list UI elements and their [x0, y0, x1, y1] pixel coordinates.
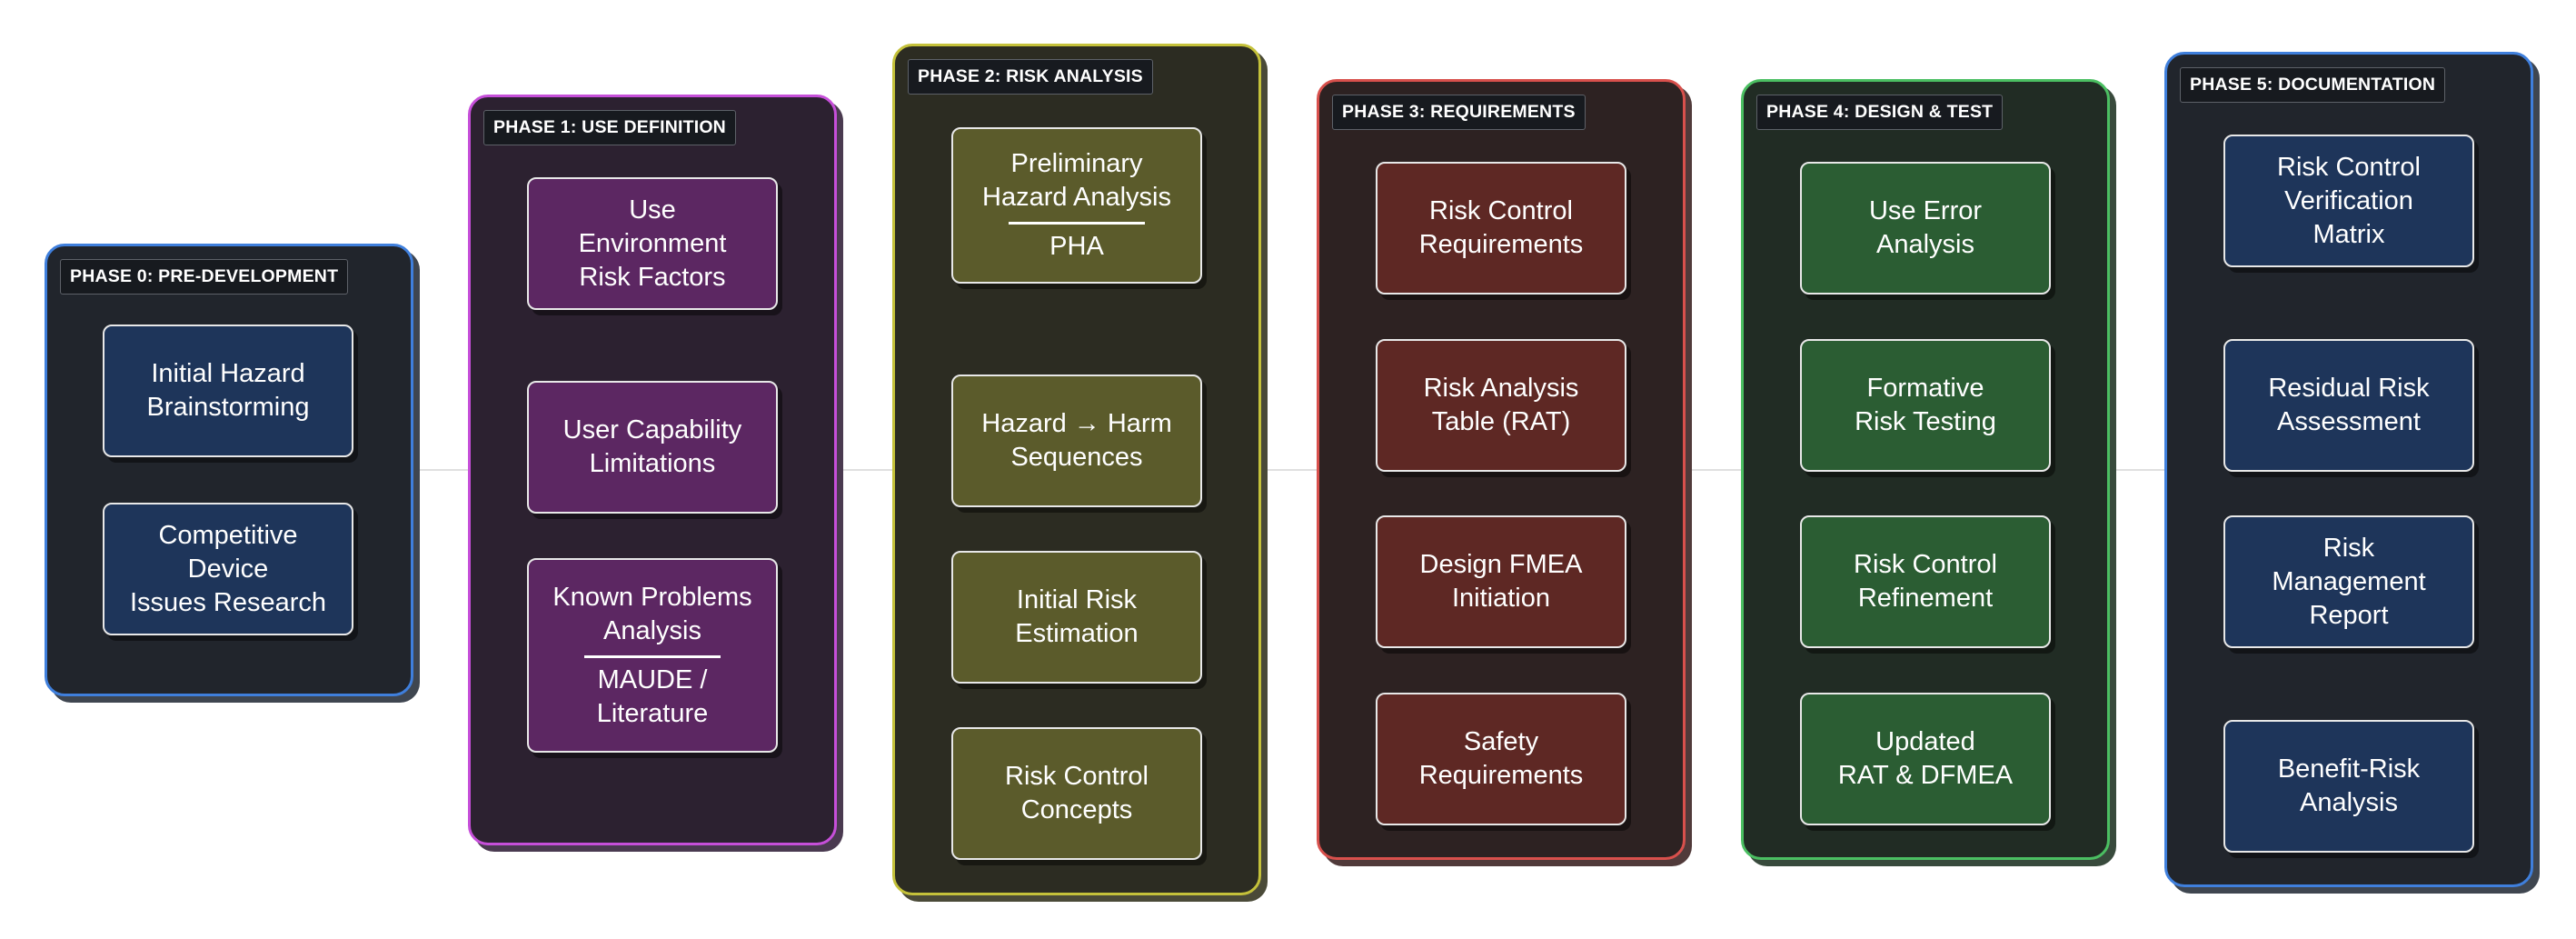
node-text: Safety Requirements	[1418, 727, 1584, 790]
node-text: Risk Control Concepts	[1005, 762, 1149, 824]
node-text: Benefit-Risk Analysis	[2277, 754, 2421, 817]
node-text: Initial Risk Estimation	[1015, 585, 1139, 648]
residual-risk-assessment-node[interactable]: Residual Risk Assessment	[2223, 339, 2474, 472]
node-text: User Capability Limitations	[562, 415, 742, 478]
risk-control-refinement-node[interactable]: Risk Control Refinement	[1800, 515, 2051, 648]
formative-risk-testing-node[interactable]: Formative Risk Testing	[1800, 339, 2051, 472]
node-subtext: PHA	[1049, 232, 1104, 261]
known-problems-analysis-node[interactable]: Known Problems Analysis MAUDE / Literatu…	[527, 558, 778, 753]
node-text: Hazard → Harm Sequences	[981, 409, 1172, 472]
hazard-harm-sequences-node[interactable]: Hazard → Harm Sequences	[951, 375, 1202, 507]
node-divider	[1009, 222, 1145, 225]
benefit-risk-analysis-node[interactable]: Benefit-Risk Analysis	[2223, 720, 2474, 853]
node-text: Risk Management Report	[2272, 533, 2426, 630]
phase-1-label: PHASE 1: USE DEFINITION	[483, 110, 736, 145]
phase-4-label: PHASE 4: DESIGN & TEST	[1756, 95, 2004, 130]
phase-0-label: PHASE 0: PRE-DEVELOPMENT	[60, 259, 349, 295]
phase-0-container: PHASE 0: PRE-DEVELOPMENT Initial Hazard …	[45, 244, 413, 696]
risk-management-report-node[interactable]: Risk Management Report	[2223, 515, 2474, 648]
design-fmea-initiation-node[interactable]: Design FMEA Initiation	[1376, 515, 1626, 648]
node-text: Updated RAT & DFMEA	[1837, 727, 2014, 790]
use-environment-risk-factors-node[interactable]: Use Environment Risk Factors	[527, 177, 778, 310]
user-capability-limitations-node[interactable]: User Capability Limitations	[527, 381, 778, 514]
preliminary-hazard-analysis-node[interactable]: Preliminary Hazard Analysis PHA	[951, 127, 1202, 284]
risk-control-verification-matrix-node[interactable]: Risk Control Verification Matrix	[2223, 135, 2474, 267]
initial-risk-estimation-node[interactable]: Initial Risk Estimation	[951, 551, 1202, 684]
initial-hazard-brainstorming-node[interactable]: Initial Hazard Brainstorming	[103, 325, 353, 457]
node-text: Risk Control Requirements	[1418, 196, 1584, 259]
node-divider	[584, 654, 721, 658]
phase-1-container: PHASE 1: USE DEFINITION Use Environment …	[468, 95, 837, 845]
risk-control-concepts-node[interactable]: Risk Control Concepts	[951, 727, 1202, 860]
safety-requirements-node[interactable]: Safety Requirements	[1376, 693, 1626, 825]
phase-5-container: PHASE 5: DOCUMENTATION Risk Control Veri…	[2164, 52, 2533, 887]
node-text: Formative Risk Testing	[1855, 374, 1996, 436]
node-text: Risk Control Refinement	[1854, 550, 1997, 613]
phase-2-container: PHASE 2: RISK ANALYSIS Preliminary Hazar…	[892, 44, 1261, 895]
phase-3-label: PHASE 3: REQUIREMENTS	[1332, 95, 1586, 130]
node-text: Residual Risk Assessment	[2268, 374, 2430, 436]
node-text: Known Problems Analysis	[552, 582, 752, 645]
competitive-device-issues-node[interactable]: Competitive Device Issues Research	[103, 503, 353, 635]
phase-2-label: PHASE 2: RISK ANALYSIS	[908, 59, 1153, 95]
node-text: Use Error Analysis	[1868, 196, 1983, 259]
node-text: Preliminary Hazard Analysis	[982, 149, 1171, 212]
updated-rat-dfmea-node[interactable]: Updated RAT & DFMEA	[1800, 693, 2051, 825]
node-text: Risk Analysis Table (RAT)	[1423, 374, 1579, 436]
risk-analysis-table-node[interactable]: Risk Analysis Table (RAT)	[1376, 339, 1626, 472]
node-text: Initial Hazard Brainstorming	[146, 359, 310, 422]
phase-4-container: PHASE 4: DESIGN & TEST Use Error Analysi…	[1741, 79, 2110, 860]
node-text: Competitive Device Issues Research	[130, 520, 326, 617]
phase-5-label: PHASE 5: DOCUMENTATION	[2180, 67, 2446, 103]
node-text: Risk Control Verification Matrix	[2277, 152, 2421, 249]
phase-3-container: PHASE 3: REQUIREMENTS Risk Control Requi…	[1317, 79, 1686, 860]
node-text: Design FMEA Initiation	[1419, 550, 1583, 613]
node-subtext: MAUDE / Literature	[596, 664, 709, 728]
node-text: Use Environment Risk Factors	[578, 195, 727, 292]
risk-control-requirements-node[interactable]: Risk Control Requirements	[1376, 162, 1626, 295]
use-error-analysis-node[interactable]: Use Error Analysis	[1800, 162, 2051, 295]
